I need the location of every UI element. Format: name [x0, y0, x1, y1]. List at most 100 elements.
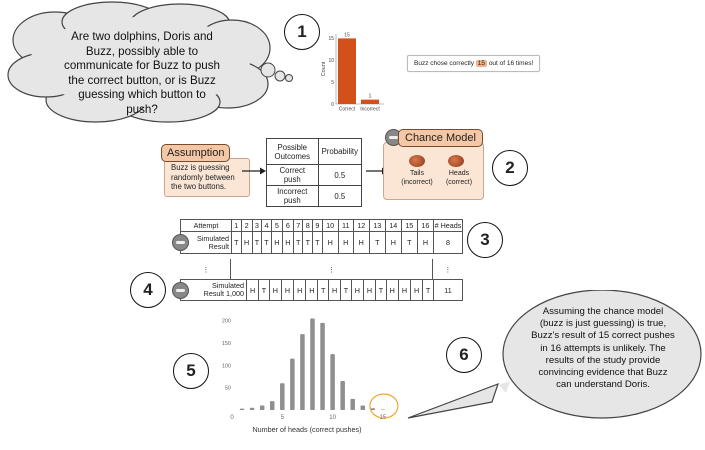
attempt-number: 8: [302, 219, 314, 232]
attempt-number: 11: [337, 219, 354, 232]
conclusion-speech-bubble: [407, 290, 702, 419]
step-4-circle: 4: [130, 272, 166, 308]
sim-cell: T: [340, 279, 352, 301]
attempt-number: 9: [312, 219, 323, 232]
chance-model-box: [383, 142, 484, 200]
sim-cell: T: [251, 231, 263, 254]
attempt-number: 12: [352, 219, 370, 232]
sim-cell: H: [328, 279, 342, 301]
sim-cell: H: [416, 231, 435, 254]
thought-cloud: [7, 1, 293, 123]
sim-cell: T: [302, 231, 314, 254]
hist-x-tick: 10: [329, 415, 336, 421]
hist-y-tick: 200: [222, 319, 231, 325]
attempt-number: 4: [261, 219, 272, 232]
ellipsis-row: ⋮ ⋮ ⋮: [182, 259, 463, 279]
hist-bar: [350, 398, 355, 410]
penny-heads-icon: [448, 155, 464, 167]
step-2-circle: 2: [492, 150, 528, 186]
prob-row-incorrect-value: 0.5: [317, 185, 363, 207]
mini-bar: [361, 99, 379, 104]
attempt-number: 14: [384, 219, 402, 232]
mini-y-label: Count: [321, 61, 327, 76]
mini-y-tick: 10: [328, 58, 334, 64]
sim-cell: T: [261, 231, 272, 254]
attempt-number: 2: [240, 219, 253, 232]
step-6-circle: 6: [446, 337, 482, 373]
hist-x-tick: 5: [281, 415, 285, 421]
sim-cell: H: [410, 279, 424, 301]
assumption-box: Buzz is guessing randomly between the tw…: [164, 158, 250, 197]
penny-tails-icon: [409, 155, 425, 167]
hist-bar: [370, 408, 376, 410]
sim-cell: H: [280, 279, 295, 301]
highlight-circle: [369, 393, 399, 419]
mini-bar-label: 15: [344, 32, 350, 38]
assumption-title: Assumption: [161, 144, 231, 162]
ellipsis: ⋮: [182, 259, 231, 279]
mini-category-label: Correct: [339, 107, 356, 113]
hist-bar: [320, 322, 325, 410]
sim-cell: H: [350, 279, 364, 301]
attempt-number: 3: [251, 219, 263, 232]
prob-row-correct: Correct push: [266, 164, 319, 186]
attempt-number: 5: [270, 219, 283, 232]
tails-label: Tails (incorrect): [401, 170, 433, 186]
hist-bar: [259, 405, 265, 410]
hist-bar: [310, 318, 315, 410]
spinner-icon: [172, 234, 189, 251]
prob-header-probability: Probability: [317, 138, 363, 165]
arrow-right: [242, 167, 266, 175]
simulation-table: Attempt 1 2 3 4 5 6 7 8 9 10 11 12 13 14…: [180, 219, 463, 254]
sim-cell: H: [268, 279, 282, 301]
sim-cell: H: [385, 279, 399, 301]
result-note-highlight: 15: [475, 60, 488, 67]
sim-cell: H: [293, 279, 307, 301]
hist-y-tick: 50: [225, 386, 231, 392]
attempt-number: 10: [321, 219, 339, 232]
heads-header: # Heads: [433, 219, 463, 232]
sim-cell: H: [270, 231, 283, 254]
sim-cell: H: [245, 279, 260, 301]
hist-y-tick: 150: [222, 341, 231, 347]
attempt-number: 15: [400, 219, 418, 232]
result-note-after: out of 16 times!: [487, 60, 534, 67]
hist-y-tick: 100: [222, 363, 231, 369]
sim-cell: T: [230, 231, 242, 254]
sim-cell: H: [384, 231, 402, 254]
heads-label: Heads (correct): [445, 170, 473, 186]
hist-x-label: Number of heads (correct pushes): [252, 425, 361, 434]
sim-cell: H: [352, 231, 370, 254]
sim-cell: H: [397, 279, 412, 301]
spinner-icon: [172, 282, 189, 299]
step-1-circle: 1: [284, 14, 320, 50]
hist-bar: [239, 408, 245, 410]
attempt-number: 1: [230, 219, 242, 232]
heads-count: 8: [433, 231, 463, 254]
attempt-number: 13: [368, 219, 386, 232]
sim-cell: T: [400, 231, 418, 254]
mini-bar: [338, 38, 356, 104]
sim-cell: T: [312, 231, 323, 254]
sim-cell: H: [337, 231, 354, 254]
sim-cell: H: [362, 279, 377, 301]
mini-bar-label: 1: [369, 94, 372, 100]
prob-row-incorrect: Incorrect push: [266, 185, 319, 207]
attempt-number: 6: [281, 219, 294, 232]
chance-model-title: Chance Model: [398, 129, 483, 147]
result-note: Buzz chose correctly 15 out of 16 times!: [407, 55, 541, 72]
hist-bar: [290, 358, 295, 410]
simulation-table-last-row: Simulated Result 1,000 H T H H H H T H T…: [180, 279, 463, 301]
hist-x-tick: 0: [230, 415, 234, 421]
sim-cell: H: [240, 231, 253, 254]
sim-cell: H: [305, 279, 319, 301]
conclusion-text: Assuming the chance model (buzz is just …: [531, 306, 675, 391]
hist-bar: [360, 405, 366, 410]
sim-cell: H: [281, 231, 294, 254]
assumption-text: Buzz is guessing randomly between the tw…: [171, 163, 235, 192]
ellipsis: ⋮: [432, 259, 463, 279]
sim-cell: T: [368, 231, 386, 254]
hist-bar: [269, 401, 275, 410]
